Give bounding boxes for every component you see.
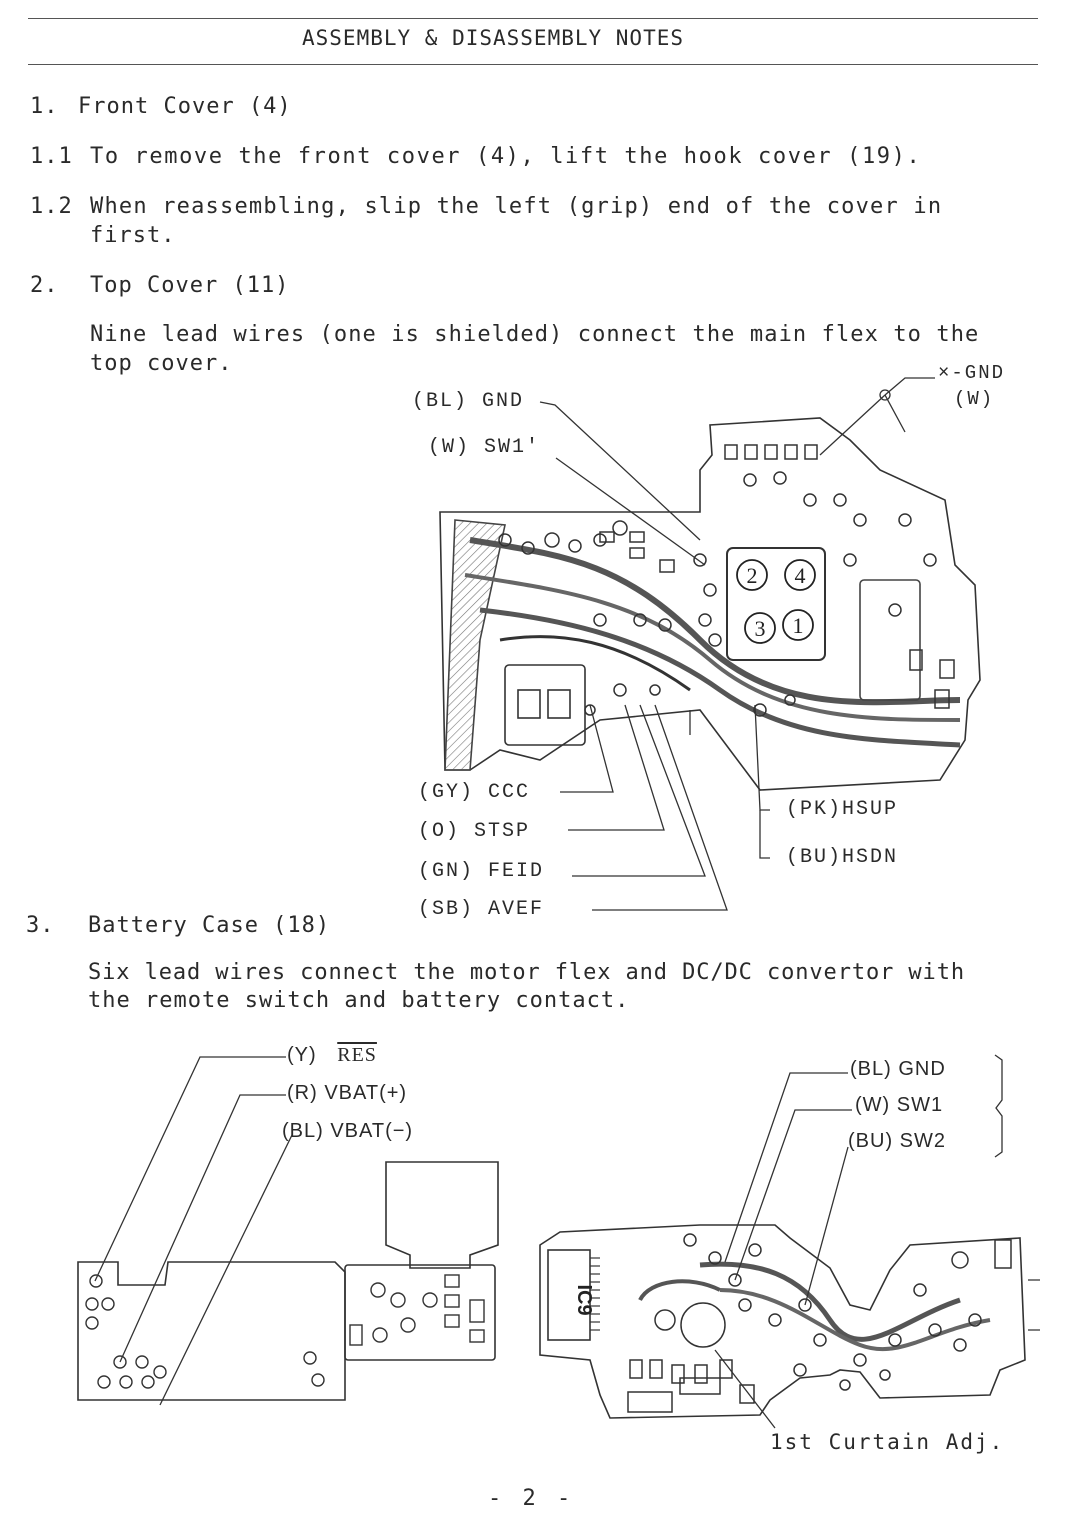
item-1-2-text: When reassembling, slip the left (grip) …: [90, 194, 943, 219]
label-bl-gnd-bottom: (BL) GND: [850, 1058, 946, 1080]
label-res-signal: RES: [337, 1044, 377, 1066]
header-rule-top: [28, 18, 1038, 19]
section-2-title: Top Cover (11): [90, 273, 290, 298]
label-w-sw1: (W) SW1: [855, 1094, 944, 1116]
label-y-res-color: (Y): [287, 1044, 317, 1066]
ic9-label: IC9: [573, 1284, 595, 1315]
label-bu-sw2: (BU) SW2: [848, 1130, 946, 1152]
label-1st-curtain-adj: 1st Curtain Adj.: [770, 1430, 1005, 1454]
section-2-body-line2: top cover.: [90, 351, 233, 376]
item-1-2-text-cont: first.: [90, 223, 176, 248]
section-3-body-line2: the remote switch and battery contact.: [88, 988, 630, 1013]
ic-pin-1: [782, 609, 814, 641]
ic9-chip: [547, 1249, 591, 1341]
item-1-2-number: 1.2: [30, 194, 73, 219]
item-1-1-text: To remove the front cover (4), lift the …: [90, 144, 922, 169]
label-w-sw1-prime: (W) SW1': [428, 436, 541, 459]
section-3-title: Battery Case (18): [88, 913, 331, 938]
section-2-body-line1: Nine lead wires (one is shielded) connec…: [90, 322, 980, 347]
label-gy-ccc: (GY) CCC: [418, 781, 531, 804]
label-o-stsp: (O) STSP: [418, 820, 531, 843]
page-title: ASSEMBLY & DISASSEMBLY NOTES: [302, 26, 685, 50]
battery-contact-plate: [77, 1261, 346, 1401]
item-1-1-number: 1.1: [30, 144, 73, 169]
ic-pin-2: [736, 559, 768, 591]
label-bu-hsdn: (BU)HSDN: [786, 846, 899, 869]
ic-pin-1-label: 1: [793, 613, 804, 638]
section-3-number: 3.: [26, 913, 55, 938]
label-bl-vbat-minus: (BL) VBAT(−): [282, 1120, 414, 1142]
section-1-title: Front Cover (4): [78, 94, 292, 119]
label-r-vbat-plus: (R) VBAT(+): [287, 1082, 408, 1104]
ic-pin-4-label: 4: [795, 563, 806, 588]
label-sb-avef: (SB) AVEF: [418, 898, 545, 921]
header-rule-bottom: [28, 64, 1038, 65]
label-gn-feid: (GN) FEID: [418, 860, 545, 883]
section-1-number: 1.: [30, 94, 59, 119]
label-x-gnd-color: (W): [954, 388, 995, 410]
section-3-body-line1: Six lead wires connect the motor flex an…: [88, 960, 965, 985]
connector-strip: [344, 1264, 496, 1361]
ic-pin-2-label: 2: [747, 563, 758, 588]
label-bl-gnd-top: (BL) GND: [412, 390, 525, 413]
ic-pin-3: [744, 612, 776, 644]
label-y-res: (Y) RES: [287, 1044, 377, 1067]
ic-pin-4: [784, 559, 816, 591]
ic-pin-3-label: 3: [755, 616, 766, 641]
page-number: - 2 -: [488, 1486, 575, 1511]
motor-flex-board: [539, 1224, 1026, 1419]
section-2-number: 2.: [30, 273, 59, 298]
label-pk-hsup: (PK)HSUP: [786, 798, 899, 821]
label-x-gnd: ×-GND: [938, 362, 1006, 384]
